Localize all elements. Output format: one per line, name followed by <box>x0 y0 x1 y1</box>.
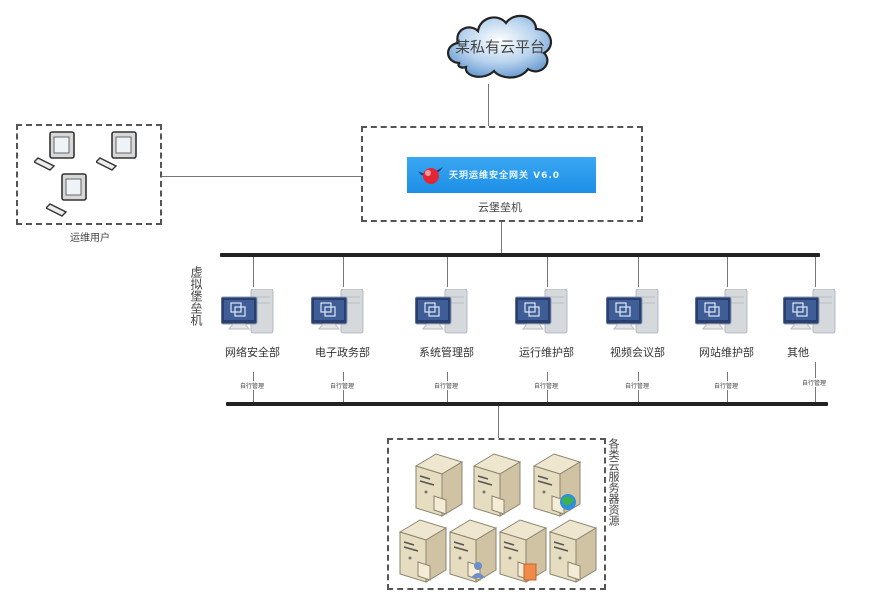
department-name: 系统管理部 <box>419 346 474 359</box>
cloud-icon <box>447 14 553 79</box>
server-icon <box>414 453 464 517</box>
server-pool-label: 各类云服务器资源 <box>607 438 620 526</box>
connector-bus-dept <box>343 257 344 287</box>
virtual-machine-icon <box>695 289 748 334</box>
bottom-bus <box>226 402 828 406</box>
connector-bus-servers <box>498 406 499 438</box>
server-icon <box>498 519 548 583</box>
department-name: 视频会议部 <box>610 346 665 359</box>
cloud-bastion-box <box>361 126 643 222</box>
self-managed-label: 自行管理 <box>434 381 459 390</box>
ops-users-caption: 运维用户 <box>70 233 110 244</box>
virtual-machine-icon <box>515 289 568 334</box>
connector-cloud-bastion <box>488 84 489 126</box>
virtual-machine-icon <box>606 289 659 334</box>
bastion-caption: 云堡垒机 <box>478 201 522 214</box>
self-managed-label: 自行管理 <box>534 381 559 390</box>
connector-bus-dept <box>253 257 254 287</box>
server-icon <box>472 453 522 517</box>
globe-swoosh-logo <box>418 167 443 184</box>
department-name: 电子政务部 <box>315 346 370 359</box>
connector-bus-dept <box>727 257 728 287</box>
gateway-label: 天玥运维安全网关 V6.0 <box>449 171 561 181</box>
connector-bus-dept <box>638 257 639 287</box>
server-icon <box>448 519 498 583</box>
connector-users-bastion <box>162 176 361 177</box>
workstation-icon <box>34 131 75 171</box>
server-icon <box>532 453 582 517</box>
virtual-machine-icon <box>783 289 836 334</box>
self-managed-label: 自行管理 <box>625 381 650 390</box>
server-pool-box <box>387 438 606 590</box>
connector-bastion-bus <box>501 222 502 254</box>
server-icon <box>398 519 448 583</box>
department-name: 运行维护部 <box>519 346 574 359</box>
self-managed-label: 自行管理 <box>240 381 265 390</box>
virtual-machine-icon <box>311 289 364 334</box>
virtual-machine-icon <box>221 289 274 334</box>
department-name: 网站维护部 <box>699 346 754 359</box>
workstation-icon <box>46 173 87 217</box>
self-managed-label: 自行管理 <box>330 381 355 390</box>
self-managed-label: 自行管理 <box>802 378 827 387</box>
gateway-banner: 天玥运维安全网关 V6.0 <box>407 157 596 193</box>
server-icon <box>548 519 598 583</box>
department-name: 网络安全部 <box>225 346 280 359</box>
cloud-label: 某私有云平台 <box>455 38 546 56</box>
self-managed-label: 自行管理 <box>714 381 739 390</box>
department-name: 其他 <box>787 346 809 359</box>
virtual-bastion-label: 虚拟堡垒机 <box>189 266 203 326</box>
connector-bus-dept <box>815 257 816 287</box>
virtual-machine-icon <box>415 289 468 334</box>
connector-bus-dept <box>447 257 448 287</box>
ops-users-box <box>16 124 162 225</box>
top-bus <box>220 253 820 257</box>
workstation-icon <box>96 131 137 171</box>
connector-bus-dept <box>547 257 548 287</box>
